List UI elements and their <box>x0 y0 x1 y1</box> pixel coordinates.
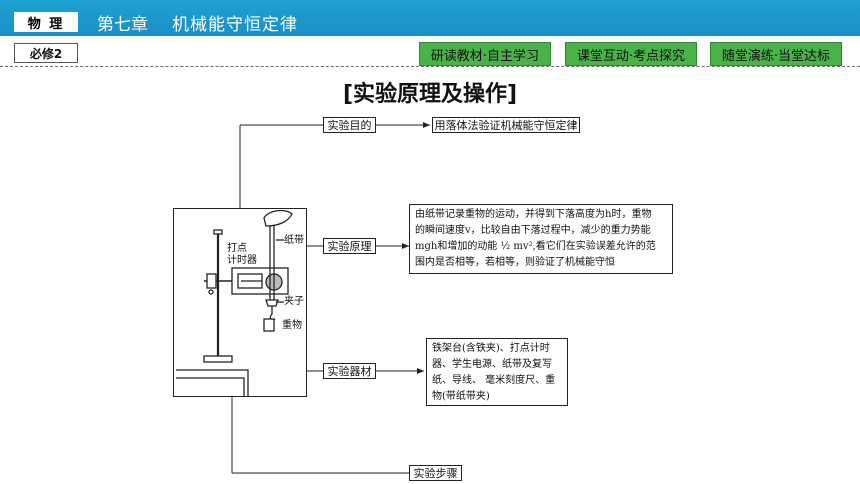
goal-label: 实验目的 <box>323 117 376 133</box>
weight-label: 重物 <box>282 320 302 331</box>
tape-label: 纸带 <box>284 235 304 246</box>
subject-label: 物 理 <box>14 12 78 32</box>
equipment-line: 铁架台(含铁夹)、打点计时 <box>432 343 550 354</box>
principle-line: 由纸带记录重物的运动，并得到下落高度为h时，重物 <box>415 209 652 220</box>
principle-line: 的瞬间速度v，比较自由下落过程中，减少的重力势能 <box>415 225 651 236</box>
timer-label-line2: 计时器 <box>227 255 257 266</box>
equipment-line: 器、学生电源、纸带及复写 <box>432 359 552 370</box>
equipment-label: 实验器材 <box>323 363 376 379</box>
equipment-line: 物(带纸带夹) <box>432 391 490 402</box>
tab-practice-drill[interactable]: 随堂演练·当堂达标 <box>710 42 842 66</box>
timer-label: 打点 计时器 <box>227 243 257 267</box>
chapter-title: 机械能守恒定律 <box>172 15 298 35</box>
header-bar <box>0 0 860 36</box>
principle-line: 围内是否相等，若相等，则验证了机械能守恒 <box>415 257 615 268</box>
tab-classroom-interaction[interactable]: 课堂互动·考点探究 <box>565 42 697 66</box>
header-divider <box>0 66 860 67</box>
clip-label: 夹子 <box>284 296 304 307</box>
page-title: [实验原理及操作] <box>342 82 518 107</box>
equipment-text: 铁架台(含铁夹)、打点计时 器、学生电源、纸带及复写 纸、导线、 毫米刻度尺、重… <box>426 338 568 406</box>
principle-line: mgh和增加的动能 ½ mv²,看它们在实验误差允许的范 <box>415 241 656 252</box>
goal-text: 用落体法验证机械能守恒定律 <box>432 117 580 133</box>
steps-label: 实验步骤 <box>409 465 462 481</box>
timer-label-line1: 打点 <box>227 243 247 254</box>
tab-study-textbook[interactable]: 研读教材·自主学习 <box>419 42 551 66</box>
volume-label: 必修2 <box>14 43 78 63</box>
principle-text: 由纸带记录重物的运动，并得到下落高度为h时，重物 的瞬间速度v，比较自由下落过程… <box>409 204 673 274</box>
chapter-number: 第七章 <box>97 15 148 35</box>
principle-label: 实验原理 <box>323 238 376 254</box>
apparatus-frame <box>173 208 307 397</box>
equipment-line: 纸、导线、 毫米刻度尺、重 <box>432 375 556 386</box>
